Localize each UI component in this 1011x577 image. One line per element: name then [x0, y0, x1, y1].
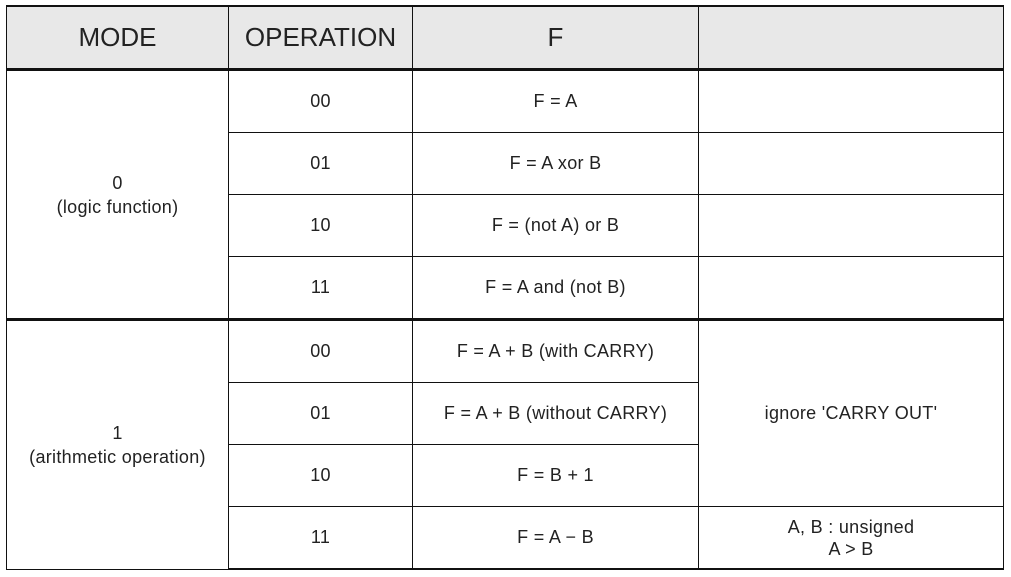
- function-expression: F = A + B (without CARRY): [412, 382, 699, 445]
- operation-code: 11: [228, 256, 413, 320]
- operation-code: 10: [228, 194, 413, 257]
- table-row: 1 (arithmetic operation) 00 F = A + B (w…: [6, 318, 1004, 570]
- header-operation: OPERATION: [228, 5, 413, 71]
- operation-code: 00: [228, 318, 413, 383]
- operation-code: 11: [228, 506, 413, 570]
- function-expression: F = A and (not B): [412, 256, 699, 320]
- mode-description: (logic function): [56, 196, 179, 217]
- mode-cell-logic: 0 (logic function): [6, 69, 229, 320]
- function-expression: F = A xor B: [412, 132, 699, 195]
- function-expression: F = B + 1: [412, 444, 699, 507]
- header-mode: MODE: [6, 5, 229, 71]
- table-row: 01 F = A + B (without CARRY): [7, 382, 1004, 445]
- function-expression: F = A + B (with CARRY): [412, 318, 699, 383]
- note-cell-empty: [698, 194, 1004, 257]
- operation-code: 10: [228, 444, 413, 507]
- note-unsigned: A, B : unsigned A > B: [698, 506, 1004, 570]
- function-expression: F = A: [412, 69, 699, 133]
- header-note: [698, 5, 1004, 71]
- table-row: 0 (logic function) 00 F = A: [6, 69, 1004, 320]
- table-row: 11 F = A − B A, B : unsigned A > B: [7, 506, 1004, 570]
- note-unsigned-line1: A, B : unsigned: [787, 516, 915, 537]
- note-carry-out: ignore 'CARRY OUT': [698, 318, 1004, 507]
- operation-code: 01: [228, 382, 413, 445]
- operation-code: 00: [228, 69, 413, 133]
- note-cell-empty: [698, 256, 1004, 320]
- function-expression: F = (not A) or B: [412, 194, 699, 257]
- alu-function-table: MODE OPERATION F 0 (logic function) 00 F…: [6, 5, 1004, 570]
- note-cell-empty: [698, 132, 1004, 195]
- table-row: 10 F = B + 1: [7, 444, 1004, 507]
- mode-value: 0: [112, 172, 123, 193]
- mode-description: (arithmetic operation): [29, 446, 206, 467]
- table-row: 10 F = (not A) or B: [7, 194, 1004, 257]
- mode-value: 1: [112, 422, 123, 443]
- function-expression: F = A − B: [412, 506, 699, 570]
- note-cell-empty: [698, 69, 1004, 133]
- operation-code: 01: [228, 132, 413, 195]
- header-f: F: [412, 5, 699, 71]
- table-row: 11 F = A and (not B): [7, 256, 1004, 320]
- table-row: 01 F = A xor B: [7, 132, 1004, 195]
- note-unsigned-line2: A > B: [828, 538, 874, 559]
- header-row: MODE OPERATION F: [6, 5, 1004, 71]
- mode-cell-arithmetic: 1 (arithmetic operation): [6, 318, 229, 570]
